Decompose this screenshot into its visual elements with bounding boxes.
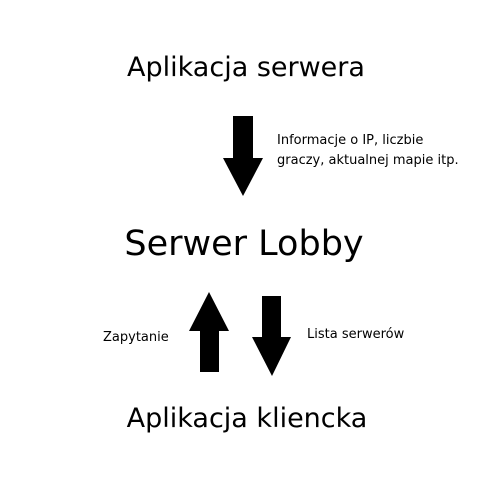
arrow-client-to-lobby [189, 292, 229, 372]
server-info-label-line1: Informacje o IP, liczbie [277, 133, 424, 148]
query-label: Zapytanie [103, 330, 169, 345]
server-application-node: Aplikacja serwera [127, 52, 365, 83]
client-application-node: Aplikacja kliencka [126, 403, 368, 434]
server-info-label: Informacje o IP, liczbie graczy, aktualn… [277, 131, 459, 171]
server-list-label: Lista serwerów [307, 327, 405, 342]
arrow-lobby-to-client [252, 296, 291, 376]
server-info-label-line2: graczy, aktualnej mapie itp. [277, 153, 459, 168]
lobby-server-node: Serwer Lobby [124, 224, 364, 264]
arrow-server-to-lobby [223, 116, 263, 196]
